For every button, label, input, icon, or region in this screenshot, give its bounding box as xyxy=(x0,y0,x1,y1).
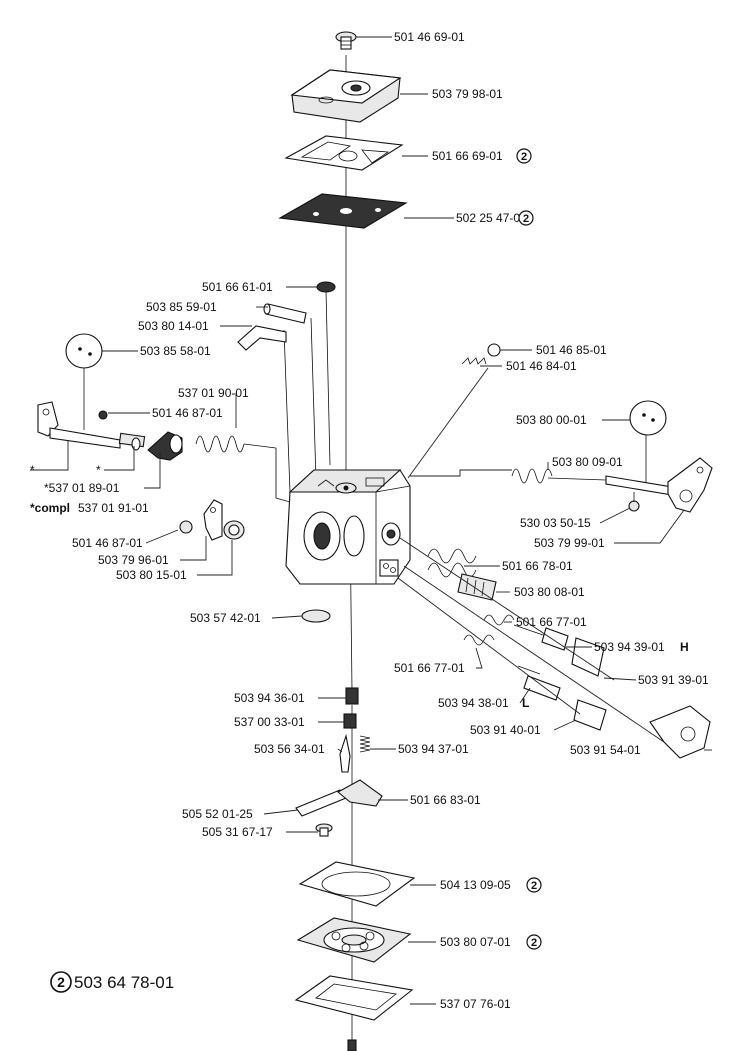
label-503-94-39-01: 503 94 39-01 xyxy=(594,640,665,654)
label-needle-l: L xyxy=(522,696,529,710)
label-503-85-59-01: 503 85 59-01 xyxy=(146,300,217,314)
svg-text:2: 2 xyxy=(521,151,527,163)
kit-marker-503-80-07-01: 2 xyxy=(526,934,542,950)
adjusting-tool xyxy=(649,705,711,759)
label-503-94-36-01: 503 94 36-01 xyxy=(234,691,305,705)
svg-text:2: 2 xyxy=(523,213,529,225)
leader-lines xyxy=(30,36,712,1005)
label-503-94-38-01: 503 94 38-01 xyxy=(438,696,509,710)
label-star-right: * xyxy=(96,463,101,477)
label-503-91-54-01: 503 91 54-01 xyxy=(570,743,641,757)
label-504-13-09-05: 504 13 09-05 xyxy=(440,878,511,892)
idle-screw xyxy=(457,573,497,601)
label-537-01-89-01: *537 01 89-01 xyxy=(44,481,120,495)
label-needle-h: H xyxy=(680,640,689,654)
bottom-screw xyxy=(347,1039,357,1051)
label-compl: *compl xyxy=(30,501,70,515)
tube-bent xyxy=(237,325,287,351)
metering-spring xyxy=(359,735,371,753)
label-501-46-85-01: 501 46 85-01 xyxy=(536,343,607,357)
spring-small-right xyxy=(461,343,501,365)
metering-lever xyxy=(295,779,383,817)
needle-h-spring xyxy=(483,614,515,626)
kit-marker-504-13-09-05: 2 xyxy=(526,877,542,893)
spring-right xyxy=(511,468,607,484)
label-501-66-61-01: 501 66 61-01 xyxy=(202,280,273,294)
metering-gasket xyxy=(298,861,416,907)
label-503-80-07-01: 503 80 07-01 xyxy=(440,935,511,949)
label-505-31-67-17: 505 31 67-17 xyxy=(202,825,273,839)
legend-kit-number: 503 64 78-01 xyxy=(74,973,174,992)
label-503-91-39-01: 503 91 39-01 xyxy=(638,673,709,687)
needle-h xyxy=(513,624,605,677)
label-503-80-15-01: 503 80 15-01 xyxy=(116,568,187,582)
needle-l-spring xyxy=(463,634,495,646)
legend-marker-circle xyxy=(50,971,72,993)
label-503-80-09-01: 503 80 09-01 xyxy=(552,455,623,469)
label-501-46-69-01: 501 46 69-01 xyxy=(394,30,465,44)
pump-gasket xyxy=(284,135,404,171)
choke-shaft-assembly xyxy=(37,333,183,461)
label-530-03-50-15: 530 03 50-15 xyxy=(520,516,591,530)
metering-cover xyxy=(294,975,414,1021)
inlet-needle-seat xyxy=(343,687,359,729)
svg-text:2: 2 xyxy=(531,937,537,949)
label-503-80-00-01: 503 80 00-01 xyxy=(516,413,587,427)
screw-bottom xyxy=(315,823,333,837)
carburetor-body xyxy=(285,469,411,585)
label-505-52-01-25: 505 52 01-25 xyxy=(182,807,253,821)
spring-left xyxy=(195,435,277,453)
label-501-66-77-01-bottom: 501 66 77-01 xyxy=(394,661,465,675)
label-503-57-42-01: 503 57 42-01 xyxy=(190,611,261,625)
label-501-46-87-01-mid: 501 46 87-01 xyxy=(72,536,143,550)
label-501-66-69-01: 501 66 69-01 xyxy=(432,149,503,163)
label-501-66-83-01: 501 66 83-01 xyxy=(410,793,481,807)
svg-text:2: 2 xyxy=(531,880,537,892)
welch-plug xyxy=(301,609,331,623)
label-503-79-96-01: 503 79 96-01 xyxy=(98,553,169,567)
label-star-left: * xyxy=(30,463,35,477)
kit-marker-502-25-47-01: 2 xyxy=(518,210,534,226)
label-501-46-84-01: 501 46 84-01 xyxy=(506,359,577,373)
label-537-01-90-01: 537 01 90-01 xyxy=(178,386,249,400)
part-labels: 501 46 69-01 503 79 98-01 501 66 69-01 5… xyxy=(30,30,709,1011)
label-503-56-34-01: 503 56 34-01 xyxy=(254,742,325,756)
label-503-80-08-01: 503 80 08-01 xyxy=(514,585,585,599)
label-503-80-14-01: 503 80 14-01 xyxy=(138,319,209,333)
legend-marker: 2 xyxy=(57,974,65,990)
kit-markers: 2 2 2 2 xyxy=(516,148,542,950)
lever-plate-left xyxy=(179,499,245,541)
label-537-00-33-01: 537 00 33-01 xyxy=(234,715,305,729)
needle-l xyxy=(517,665,607,731)
label-537-07-76-01: 537 07 76-01 xyxy=(440,997,511,1011)
label-501-66-78-01: 501 66 78-01 xyxy=(502,559,573,573)
metering-diaphragm xyxy=(296,917,412,963)
pump-cover xyxy=(290,69,402,123)
label-502-25-47-01: 502 25 47-01 xyxy=(456,211,527,225)
kit-marker-501-66-69-01: 2 xyxy=(516,148,532,164)
label-501-66-77-01-top: 501 66 77-01 xyxy=(516,615,587,629)
label-503-79-98-01: 503 79 98-01 xyxy=(432,87,503,101)
label-503-91-40-01: 503 91 40-01 xyxy=(470,723,541,737)
kit-legend: 2 503 64 78-01 xyxy=(50,971,174,993)
pump-diaphragm xyxy=(278,193,408,229)
throttle-shaft-assembly xyxy=(605,400,713,513)
tube-short xyxy=(263,303,307,324)
label-501-46-87-01-top: 501 46 87-01 xyxy=(152,406,223,420)
label-537-01-91-01: 537 01 91-01 xyxy=(78,501,149,515)
label-503-85-58-01: 503 85 58-01 xyxy=(140,344,211,358)
inlet-needle xyxy=(339,733,351,773)
filter-plug xyxy=(316,281,336,293)
screw-top xyxy=(335,31,357,50)
label-503-94-37-01: 503 94 37-01 xyxy=(398,742,469,756)
label-503-79-99-01: 503 79 99-01 xyxy=(534,536,605,550)
